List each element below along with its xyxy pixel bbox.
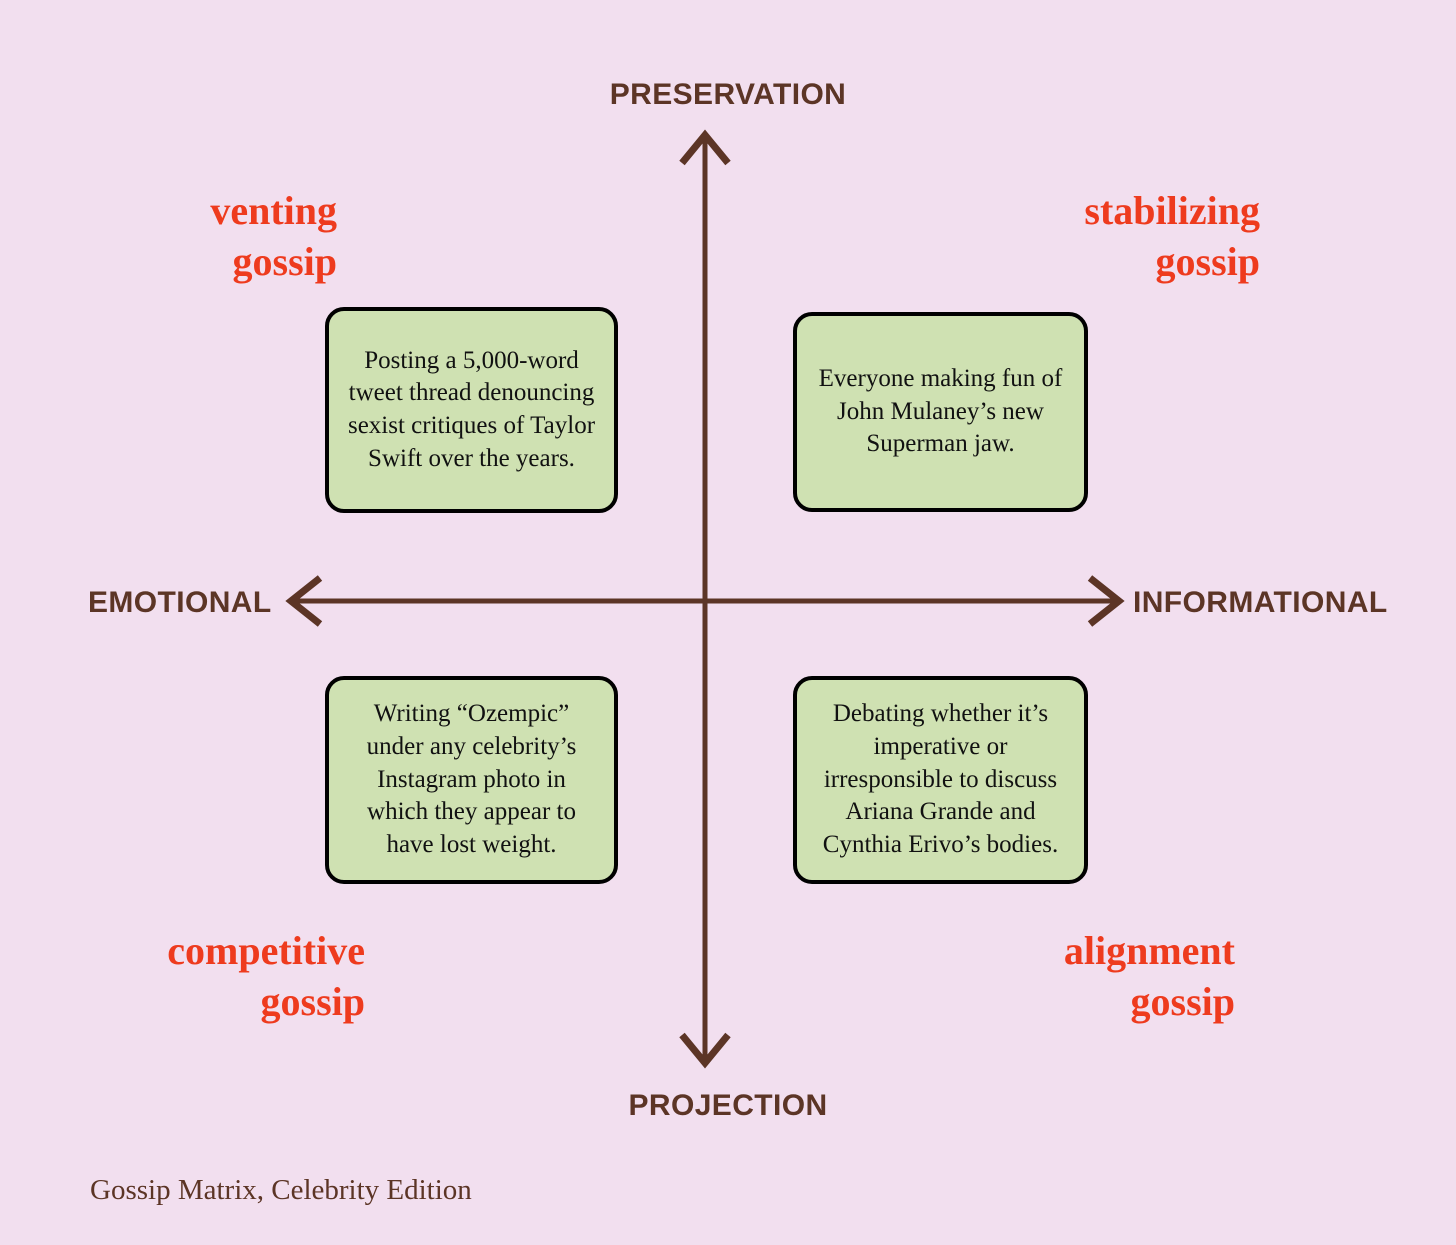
example-card-text: Everyone making fun of John Mulaney’s ne… [818,364,1063,458]
axis-label-informational: INFORMATIONAL [1133,586,1388,619]
quadrant-label-line: gossip [260,979,366,1025]
axis-label-projection: PROJECTION [628,1089,828,1122]
diagram-caption: Gossip Matrix, Celebrity Edition [90,1174,472,1206]
example-card-stabilizing: Everyone making fun of John Mulaney’s ne… [793,312,1088,512]
quadrant-label-line: alignment [1063,928,1235,973]
arrowhead-up-icon [679,129,731,166]
example-card-venting: Posting a 5,000-word tweet thread denoun… [325,307,618,513]
quadrant-label-stabilizing-gossip: stabilizing gossip [980,185,1260,287]
example-card-text: Debating whether it’s imperative or irre… [822,700,1059,859]
quadrant-label-competitive-gossip: competitive gossip [30,925,365,1027]
quadrant-label-line: competitive [167,928,365,973]
quadrant-label-line: gossip [232,239,338,285]
quadrant-label-line: gossip [1130,979,1236,1025]
example-card-alignment: Debating whether it’s imperative or irre… [793,676,1088,884]
axis-label-preservation: PRESERVATION [609,78,847,111]
quadrant-label-venting-gossip: venting gossip [60,185,337,287]
example-card-text: Posting a 5,000-word tweet thread denoun… [347,346,596,472]
quadrant-label-line: gossip [1155,239,1261,285]
arrowhead-right-icon [1087,575,1125,627]
quadrant-label-alignment-gossip: alignment gossip [980,925,1235,1027]
axis-label-emotional: EMOTIONAL [88,586,272,619]
arrowhead-left-icon [285,575,323,627]
quadrant-label-line: venting [210,188,337,233]
example-card-text: Writing “Ozempic” under any celebrity’s … [366,700,577,859]
arrowhead-down-icon [679,1032,731,1069]
quadrant-label-line: stabilizing [1084,188,1260,233]
example-card-competitive: Writing “Ozempic” under any celebrity’s … [325,676,618,884]
